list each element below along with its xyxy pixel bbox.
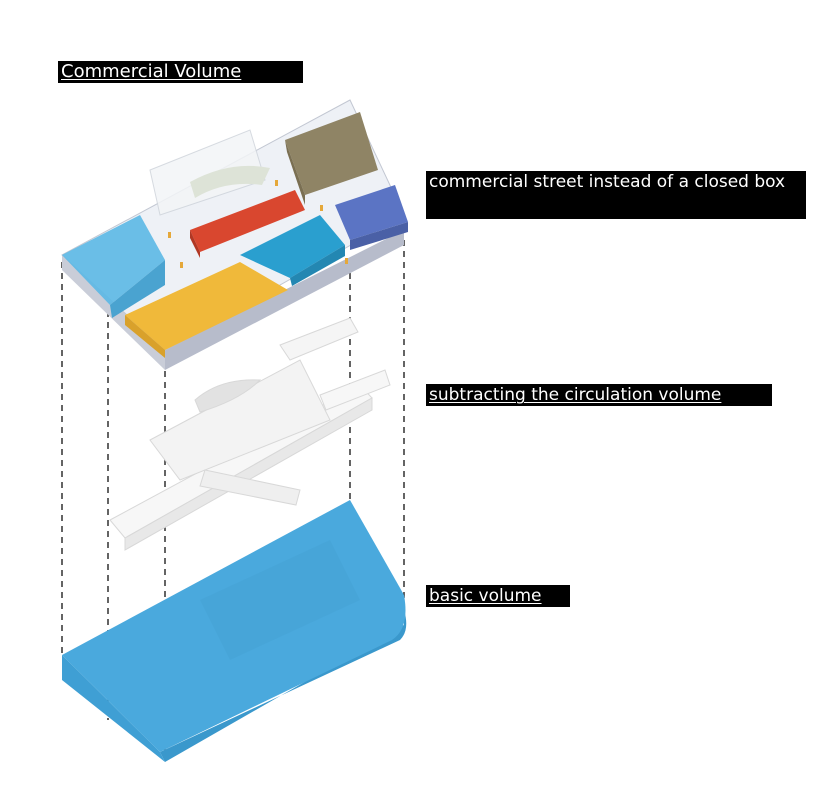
basic-volume xyxy=(62,500,407,762)
red-block xyxy=(190,190,305,252)
annotation-commercial-street: commercial street instead of a closed bo… xyxy=(426,171,806,219)
navy-block-side xyxy=(350,222,408,250)
figure-mark xyxy=(345,258,348,264)
yellow-block-side xyxy=(125,315,165,358)
glass-pavilion xyxy=(149,129,266,216)
figure-mark xyxy=(168,232,171,238)
olive-block-side xyxy=(285,140,305,205)
commercial-volume xyxy=(61,99,408,370)
teal-block-side xyxy=(290,245,345,286)
circulation-branch-side xyxy=(124,397,373,551)
circulation-branch-right xyxy=(319,369,391,411)
basic-volume-shade xyxy=(200,540,360,660)
olive-block xyxy=(285,112,378,195)
light-blue-block xyxy=(62,215,165,305)
teal-block xyxy=(240,215,345,278)
light-blue-block-side xyxy=(110,260,165,318)
basic-volume-front xyxy=(160,610,407,762)
navy-block xyxy=(335,185,408,240)
glass-pavilion-curve xyxy=(190,165,270,198)
annotation-circulation: subtracting the circulation volume xyxy=(426,384,772,406)
circulation-branch-cross xyxy=(199,469,301,506)
basic-volume-side xyxy=(62,655,165,762)
figure-mark xyxy=(320,205,323,211)
diagram-title: Commercial Volume xyxy=(58,61,303,83)
figure-mark xyxy=(180,262,183,268)
figure-mark xyxy=(275,180,278,186)
circulation-opening xyxy=(194,379,262,413)
circulation-volume xyxy=(109,317,391,551)
red-block-side xyxy=(190,230,200,258)
commercial-slab-side xyxy=(165,230,404,370)
annotation-basic-volume: basic volume xyxy=(426,585,570,607)
circulation-branch-upper xyxy=(279,317,359,361)
yellow-block xyxy=(125,262,288,350)
small-figures xyxy=(168,180,348,268)
